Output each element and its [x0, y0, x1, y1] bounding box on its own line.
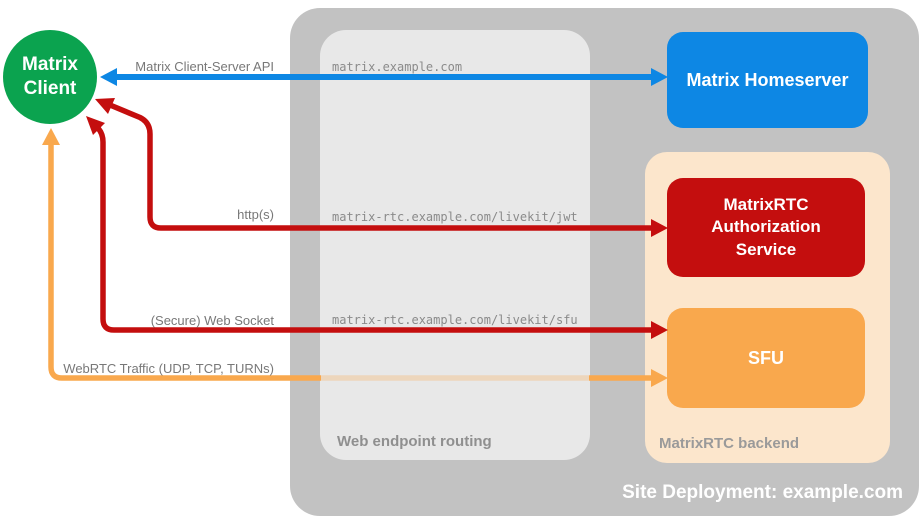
endpoint-livekit-sfu: matrix-rtc.example.com/livekit/sfu	[332, 313, 578, 327]
https-label: http(s)	[237, 207, 274, 222]
websocket-label: (Secure) Web Socket	[150, 313, 274, 328]
endpoint-matrix-domain: matrix.example.com	[332, 60, 463, 74]
matrixrtc-authorization-service-node: MatrixRTC Authorization Service	[667, 178, 865, 277]
matrix-client-node: Matrix Client	[3, 30, 97, 124]
client-server-api-label: Matrix Client-Server API	[135, 59, 274, 74]
webrtc-traffic-label: WebRTC Traffic (UDP, TCP, TURNs)	[63, 361, 274, 376]
web-endpoint-routing-label: Web endpoint routing	[337, 433, 492, 450]
sfu-node: SFU	[667, 308, 865, 408]
endpoint-livekit-jwt: matrix-rtc.example.com/livekit/jwt	[332, 210, 578, 224]
sfu-label: SFU	[748, 347, 784, 368]
matrixrtc-authorization-service-label: MatrixRTC Authorization Service	[711, 195, 821, 259]
matrix-client-label: Matrix Client	[22, 54, 78, 99]
site-deployment-label: Site Deployment: example.com	[622, 482, 903, 503]
matrixrtc-backend-label: MatrixRTC backend	[659, 435, 800, 452]
web-endpoint-routing-box: Web endpoint routing	[320, 30, 590, 460]
matrix-homeserver-node: Matrix Homeserver	[667, 32, 868, 128]
matrix-homeserver-label: Matrix Homeserver	[686, 69, 849, 90]
